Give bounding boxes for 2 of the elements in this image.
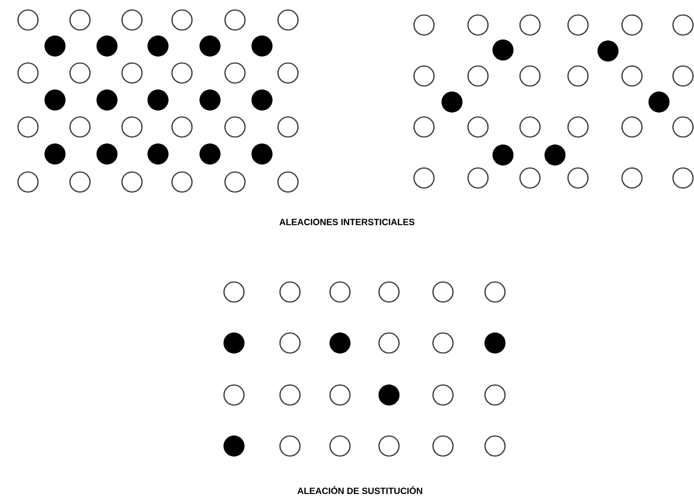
caption: ALEACIONES INTERSTICIALES [279,218,414,226]
caption: ALEACIÓN DE SUSTITUCIÓN [297,486,422,494]
